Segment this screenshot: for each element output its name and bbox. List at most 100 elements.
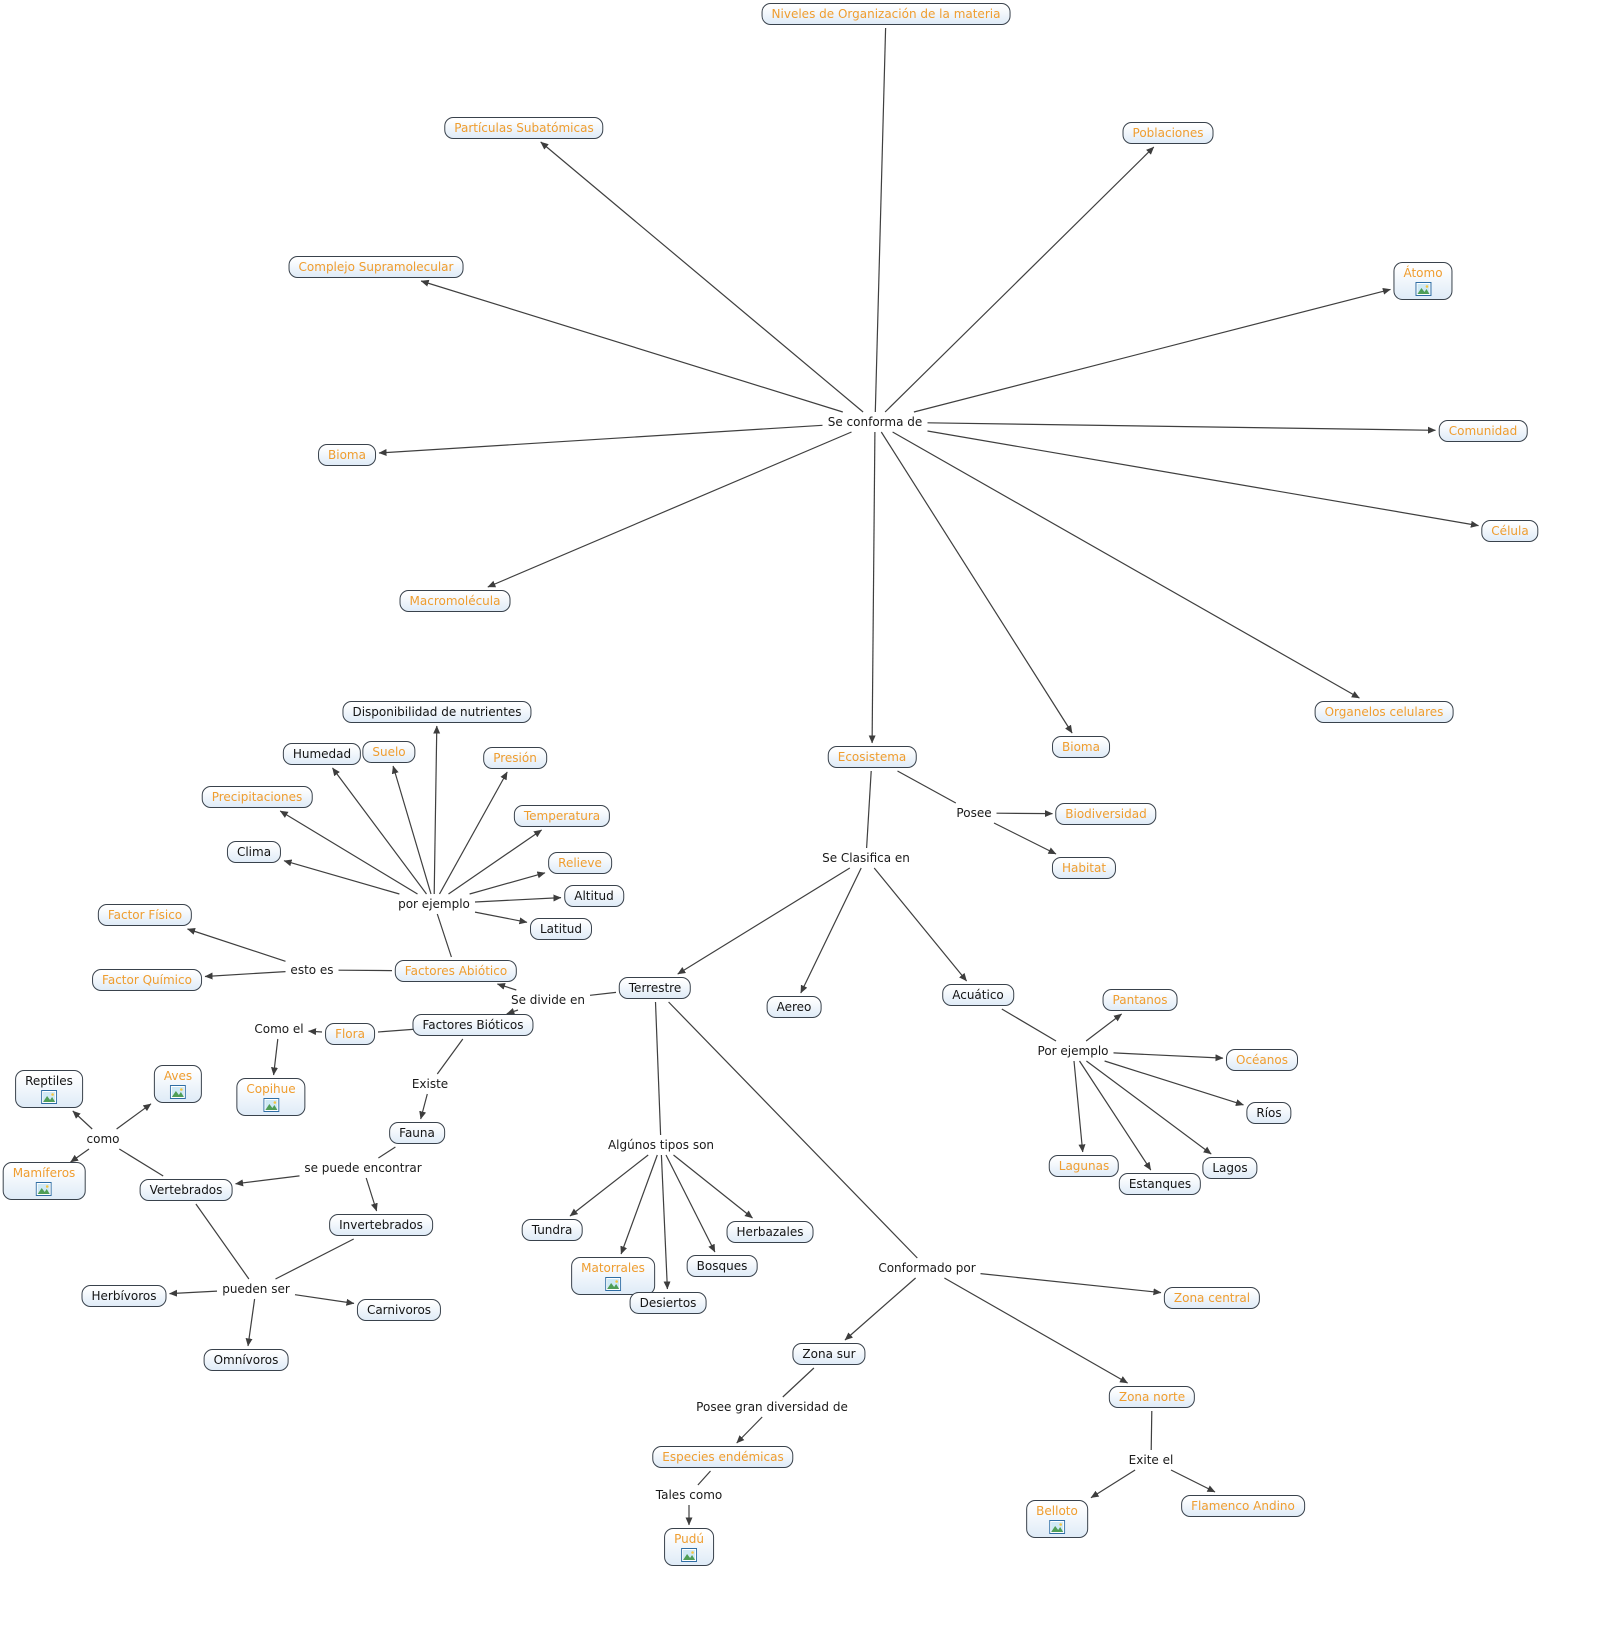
concept-precipitaciones[interactable]: Precipitaciones (201, 786, 313, 808)
concept-relieve[interactable]: Relieve (548, 852, 612, 874)
concept-fact_abiotico[interactable]: Factores Abiótico (394, 960, 518, 982)
concept-ecosistema[interactable]: Ecosistema (827, 746, 917, 768)
concept-estanques[interactable]: Estanques (1118, 1173, 1202, 1195)
concept-invertebrados[interactable]: Invertebrados (329, 1214, 433, 1236)
concept-pantanos[interactable]: Pantanos (1102, 989, 1178, 1011)
concept-matorrales[interactable]: Matorrales (571, 1257, 655, 1295)
concept-complejo[interactable]: Complejo Supramolecular (288, 256, 464, 278)
image-attachment-icon[interactable] (604, 1277, 621, 1291)
edge-como_label-aves (116, 1103, 152, 1130)
concept-acuatico[interactable]: Acuático (942, 984, 1014, 1006)
concept-bioma1[interactable]: Bioma (318, 444, 376, 466)
concept-macromolecula[interactable]: Macromolécula (399, 590, 511, 612)
image-attachment-icon[interactable] (680, 1548, 697, 1562)
linking-phrase-text: Algúnos tipos son (607, 1138, 715, 1152)
concept-suelo[interactable]: Suelo (362, 741, 416, 763)
concept-zona_central[interactable]: Zona central (1163, 1287, 1261, 1309)
link-label-se_divide: Se divide en (508, 993, 588, 1007)
concept-bioma2[interactable]: Bioma (1052, 736, 1110, 758)
concept-text: Bosques (696, 1259, 748, 1273)
concept-herbazales[interactable]: Herbazales (726, 1221, 814, 1243)
concept-comunidad[interactable]: Comunidad (1438, 420, 1528, 442)
edge-como_el-copihue (271, 1038, 279, 1076)
edge-vertebrados-como_label (118, 1148, 164, 1177)
edge-se_conforma-complejo (420, 279, 843, 413)
edge-por_ejemplo1-latitud (474, 911, 528, 925)
image-attachment-icon[interactable] (1414, 282, 1431, 296)
concept-mamiferos[interactable]: Mamíferos (2, 1162, 86, 1200)
concept-latitud[interactable]: Latitud (529, 918, 593, 940)
edge-se_puede-invertebrados (365, 1177, 378, 1212)
concept-copihue[interactable]: Copihue (236, 1078, 306, 1116)
concept-aves[interactable]: Aves (153, 1065, 203, 1103)
concept-poblaciones[interactable]: Poblaciones (1122, 122, 1214, 144)
concept-text: Carnivoros (366, 1303, 432, 1317)
concept-desiertos[interactable]: Desiertos (629, 1292, 707, 1314)
edge-algunos_tipos-herbazales (673, 1154, 753, 1219)
concept-text: Ríos (1256, 1106, 1282, 1120)
concept-flora[interactable]: Flora (325, 1023, 375, 1045)
image-attachment-icon[interactable] (35, 1182, 52, 1196)
edge-flora-como_el (308, 1028, 323, 1036)
concept-carnivoros[interactable]: Carnivoros (356, 1299, 442, 1321)
concept-zona_norte[interactable]: Zona norte (1108, 1386, 1196, 1408)
concept-lagunas[interactable]: Lagunas (1048, 1155, 1120, 1177)
concept-factor_quimico[interactable]: Factor Químico (92, 969, 202, 991)
image-attachment-icon[interactable] (262, 1098, 279, 1112)
concept-vertebrados[interactable]: Vertebrados (139, 1179, 233, 1201)
link-label-como_label: como (84, 1132, 122, 1146)
concept-zona_sur[interactable]: Zona sur (792, 1343, 866, 1365)
concept-text: Precipitaciones (211, 790, 303, 804)
concept-text: Zona central (1173, 1291, 1251, 1305)
concept-text: Reptiles (25, 1074, 73, 1088)
concept-terrestre[interactable]: Terrestre (618, 977, 692, 999)
concept-particulas[interactable]: Partículas Subatómicas (444, 117, 604, 139)
concept-belloto[interactable]: Belloto (1026, 1500, 1088, 1538)
linking-phrase-text: Posee (956, 806, 992, 820)
concept-celula[interactable]: Célula (1481, 520, 1539, 542)
concept-habitat[interactable]: Habitat (1051, 857, 1117, 879)
concept-flamenco[interactable]: Flamenco Andino (1181, 1495, 1305, 1517)
concept-rios[interactable]: Ríos (1246, 1102, 1292, 1124)
concept-lagos[interactable]: Lagos (1202, 1157, 1258, 1179)
concept-text: Niveles de Organización de la materia (771, 7, 1001, 21)
concept-atomo[interactable]: Átomo (1393, 262, 1453, 300)
concept-humedad[interactable]: Humedad (282, 743, 362, 765)
concept-especies[interactable]: Especies endémicas (652, 1446, 794, 1468)
concept-factor_fisico[interactable]: Factor Físico (97, 904, 193, 926)
concept-bosques[interactable]: Bosques (686, 1255, 758, 1277)
concept-titulo[interactable]: Niveles de Organización de la materia (761, 3, 1011, 25)
link-label-posee_gran: Posee gran diversidad de (694, 1400, 850, 1414)
link-label-algunos_tipos: Algúnos tipos son (605, 1138, 717, 1152)
edge-se_divide-fact_abiotico (497, 982, 517, 991)
concept-biodiversidad[interactable]: Biodiversidad (1055, 803, 1157, 825)
concept-text: Organelos celulares (1324, 705, 1444, 719)
concept-text: Bioma (328, 448, 366, 462)
concept-oceanos[interactable]: Océanos (1226, 1049, 1298, 1071)
image-attachment-icon[interactable] (1048, 1520, 1065, 1534)
edge-por_ejemplo1-precipitaciones (279, 810, 418, 895)
concept-text: Átomo (1403, 266, 1443, 280)
image-attachment-icon[interactable] (41, 1090, 57, 1104)
concept-presion[interactable]: Presión (483, 747, 547, 769)
concept-fauna[interactable]: Fauna (389, 1122, 445, 1144)
edge-esto_es-factor_quimico (204, 971, 286, 980)
concept-organelos[interactable]: Organelos celulares (1314, 701, 1454, 723)
concept-temperatura[interactable]: Temperatura (513, 805, 611, 827)
edge-pueden_ser-herbivoros (169, 1289, 218, 1297)
concept-tundra[interactable]: Tundra (521, 1219, 583, 1241)
concept-aereo[interactable]: Aereo (766, 996, 822, 1018)
concept-text: Aereo (776, 1000, 812, 1014)
concept-clima[interactable]: Clima (226, 841, 282, 863)
concept-pudu[interactable]: Pudú (664, 1528, 714, 1566)
concept-reptiles[interactable]: Reptiles (15, 1070, 83, 1108)
image-attachment-icon[interactable] (170, 1085, 186, 1099)
concept-text: Factores Bióticos (422, 1018, 524, 1032)
concept-altitud[interactable]: Altitud (564, 885, 624, 907)
concept-disponibilidad[interactable]: Disponibilidad de nutrientes (342, 701, 532, 723)
edge-algunos_tipos-matorrales (620, 1154, 658, 1255)
concept-omnivoros[interactable]: Omnívoros (203, 1349, 289, 1371)
concept-herbivoros[interactable]: Herbívoros (81, 1285, 167, 1307)
concept-fact_bioticos[interactable]: Factores Bióticos (412, 1014, 534, 1036)
